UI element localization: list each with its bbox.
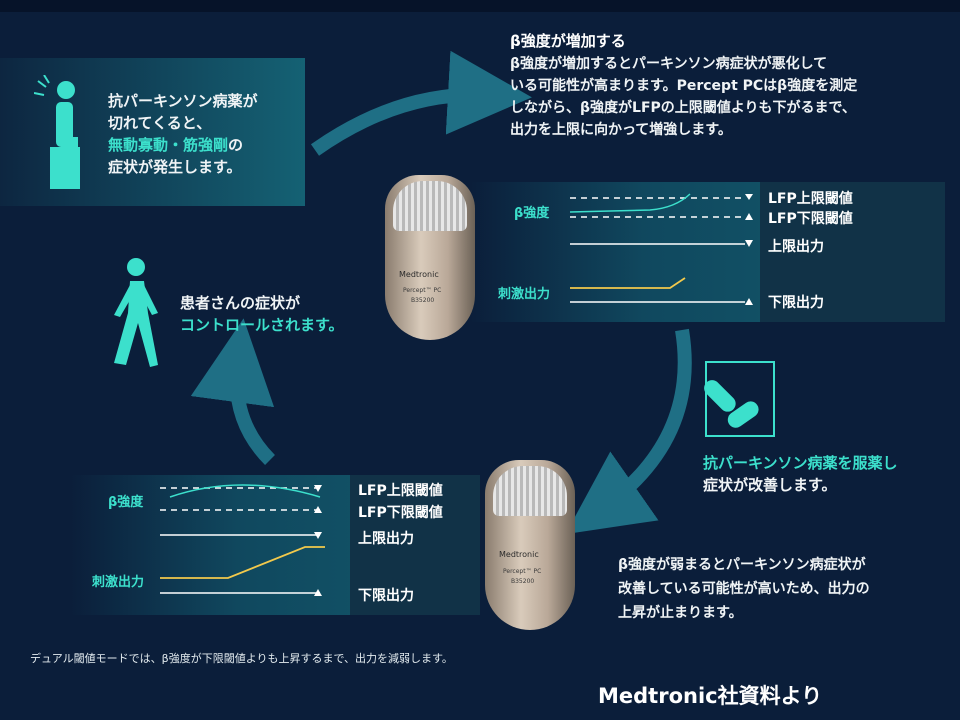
medication-line-2: 症状が改善します。 [703, 476, 837, 494]
top-graph-legend [760, 182, 945, 322]
top-legend-upper-output: 上限出力 [768, 239, 824, 255]
source-credit: Medtronic社資料より [598, 684, 823, 708]
walking-person-icon [114, 258, 158, 367]
control-line-1: 患者さんの症状が [180, 294, 301, 312]
bottom-stim-label: 刺激出力 [92, 575, 145, 590]
arrow-right [565, 328, 692, 535]
pill-icon [704, 361, 775, 437]
arrow-top [310, 50, 532, 156]
bottom-graph-panel [70, 475, 350, 615]
top-legend-lfp-upper: LFP上限閾値 [768, 191, 853, 207]
neurostimulator-device-bottom: Medtronic Percept™ PC B35200 [485, 460, 575, 630]
device-code-bottom: B35200 [511, 578, 535, 585]
bottom-graph-lines [160, 484, 325, 596]
bottom-beta-label: β強度 [108, 495, 144, 510]
sitting-person-icon [34, 75, 80, 189]
medication-text: 抗パーキンソン病薬を服薬し 症状が改善します。 [703, 452, 898, 496]
beta-weaken-text: β強度が弱まるとパーキンソン病症状が 改善している可能性が高いため、出力の 上昇… [618, 553, 870, 625]
top-beta-label: β強度 [514, 206, 550, 221]
symptom-highlight: 無動寡動・筋強剛 [108, 136, 229, 154]
neurostimulator-device-top: Medtronic Percept™ PC B35200 [385, 175, 475, 340]
symptom-line-2: 切れてくると、 [108, 114, 212, 132]
control-line-2: コントロールされます。 [180, 316, 344, 334]
beta-increase-line-2: いる可能性が高まります。Percept PCはβ強度を測定 [510, 78, 858, 94]
beta-increase-text: β強度が増加する β強度が増加するとパーキンソン病症状が悪化して いる可能性が高… [510, 30, 857, 141]
top-graph-lines [569, 193, 753, 305]
control-text: 患者さんの症状が コントロールされます。 [180, 292, 344, 336]
medication-line-1: 抗パーキンソン病薬を服薬し [703, 454, 898, 472]
top-legend-lower-output: 下限出力 [768, 295, 824, 311]
beta-increase-title: β強度が増加する [510, 32, 626, 50]
bottom-legend-lfp-upper: LFP上限閾値 [358, 483, 443, 499]
device-model-bottom: Percept™ PC [503, 568, 542, 575]
top-legend-lfp-lower: LFP下限閾値 [768, 211, 853, 227]
beta-weaken-line-1: β強度が弱まるとパーキンソン病症状が [618, 557, 866, 573]
device-brand-top: Medtronic [399, 270, 439, 279]
device-header-top [393, 181, 467, 231]
symptom-line-4: 症状が発生します。 [108, 158, 242, 176]
symptom-line-1: 抗パーキンソン病薬が [108, 92, 258, 110]
top-stim-label: 刺激出力 [498, 287, 551, 302]
device-header-bottom [493, 466, 567, 516]
footnote: デュアル閾値モードでは、β強度が下限閾値よりも上昇するまで、出力を減弱します。 [30, 652, 453, 665]
arrow-left [190, 318, 276, 465]
device-brand-bottom: Medtronic [499, 550, 539, 559]
beta-increase-line-4: 出力を上限に向かって増強します。 [510, 122, 732, 138]
bottom-legend-upper-output: 上限出力 [358, 531, 414, 547]
beta-increase-line-3: しながら、β強度がLFPの上限閾値よりも下がるまで、 [510, 100, 856, 116]
symptom-text: 抗パーキンソン病薬が 切れてくると、 無動寡動・筋強剛の 症状が発生します。 [108, 90, 258, 178]
top-graph-panel [470, 182, 760, 322]
bottom-legend-lower-output: 下限出力 [358, 588, 414, 604]
bottom-graph-legend [350, 475, 480, 615]
device-model-top: Percept™ PC [403, 287, 442, 294]
symptom-line-3-suffix: の [228, 136, 244, 154]
beta-weaken-line-3: 上昇が止まります。 [618, 605, 743, 621]
device-code-top: B35200 [411, 297, 435, 304]
top-strip [0, 0, 960, 12]
beta-weaken-line-2: 改善している可能性が高いため、出力の [618, 581, 870, 597]
bottom-legend-lfp-lower: LFP下限閾値 [358, 505, 443, 521]
beta-increase-line-1: β強度が増加するとパーキンソン病症状が悪化して [510, 56, 828, 72]
